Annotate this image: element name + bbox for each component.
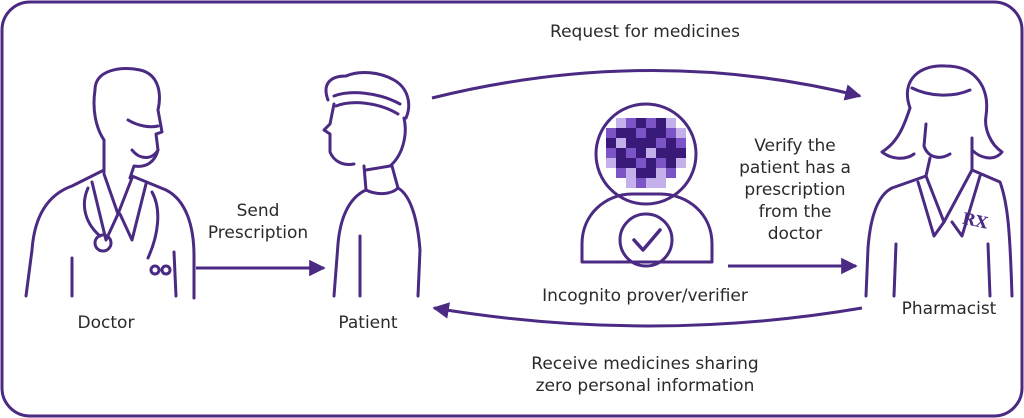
receive-line-1: Receive medicines sharing bbox=[531, 354, 759, 374]
verify-prescription-label: Verify the patient has a prescription fr… bbox=[730, 135, 860, 245]
pixelated-face bbox=[606, 118, 686, 188]
receive-medicines-label: Receive medicines sharing zero personal … bbox=[520, 353, 770, 397]
verifier-label: Incognito prover/verifier bbox=[542, 286, 748, 306]
verify-line-5: doctor bbox=[767, 224, 823, 244]
request-medicines-label: Request for medicines bbox=[550, 22, 740, 42]
verify-line-4: from the bbox=[758, 202, 832, 222]
patient-label: Patient bbox=[338, 313, 398, 333]
arrow-receive-medicines bbox=[432, 302, 863, 328]
doctor-label: Doctor bbox=[77, 313, 135, 333]
patient-icon bbox=[322, 71, 422, 298]
verify-line-2: patient has a bbox=[739, 158, 851, 178]
arrow-request-medicines bbox=[431, 69, 862, 101]
pharmacist-label: Pharmacist bbox=[901, 299, 997, 319]
check-icon bbox=[632, 228, 662, 252]
send-prescription-label: Send Prescription bbox=[196, 200, 320, 244]
pharmacist-icon bbox=[864, 64, 1014, 298]
send-prescription-line-1: Send bbox=[236, 201, 280, 221]
verify-line-1: Verify the bbox=[754, 136, 836, 156]
receive-line-2: zero personal information bbox=[535, 376, 755, 396]
verify-line-3: prescription bbox=[744, 180, 846, 200]
send-prescription-line-2: Prescription bbox=[207, 223, 309, 243]
doctor-icon bbox=[24, 67, 196, 300]
incognito-verifier-icon bbox=[580, 102, 714, 268]
